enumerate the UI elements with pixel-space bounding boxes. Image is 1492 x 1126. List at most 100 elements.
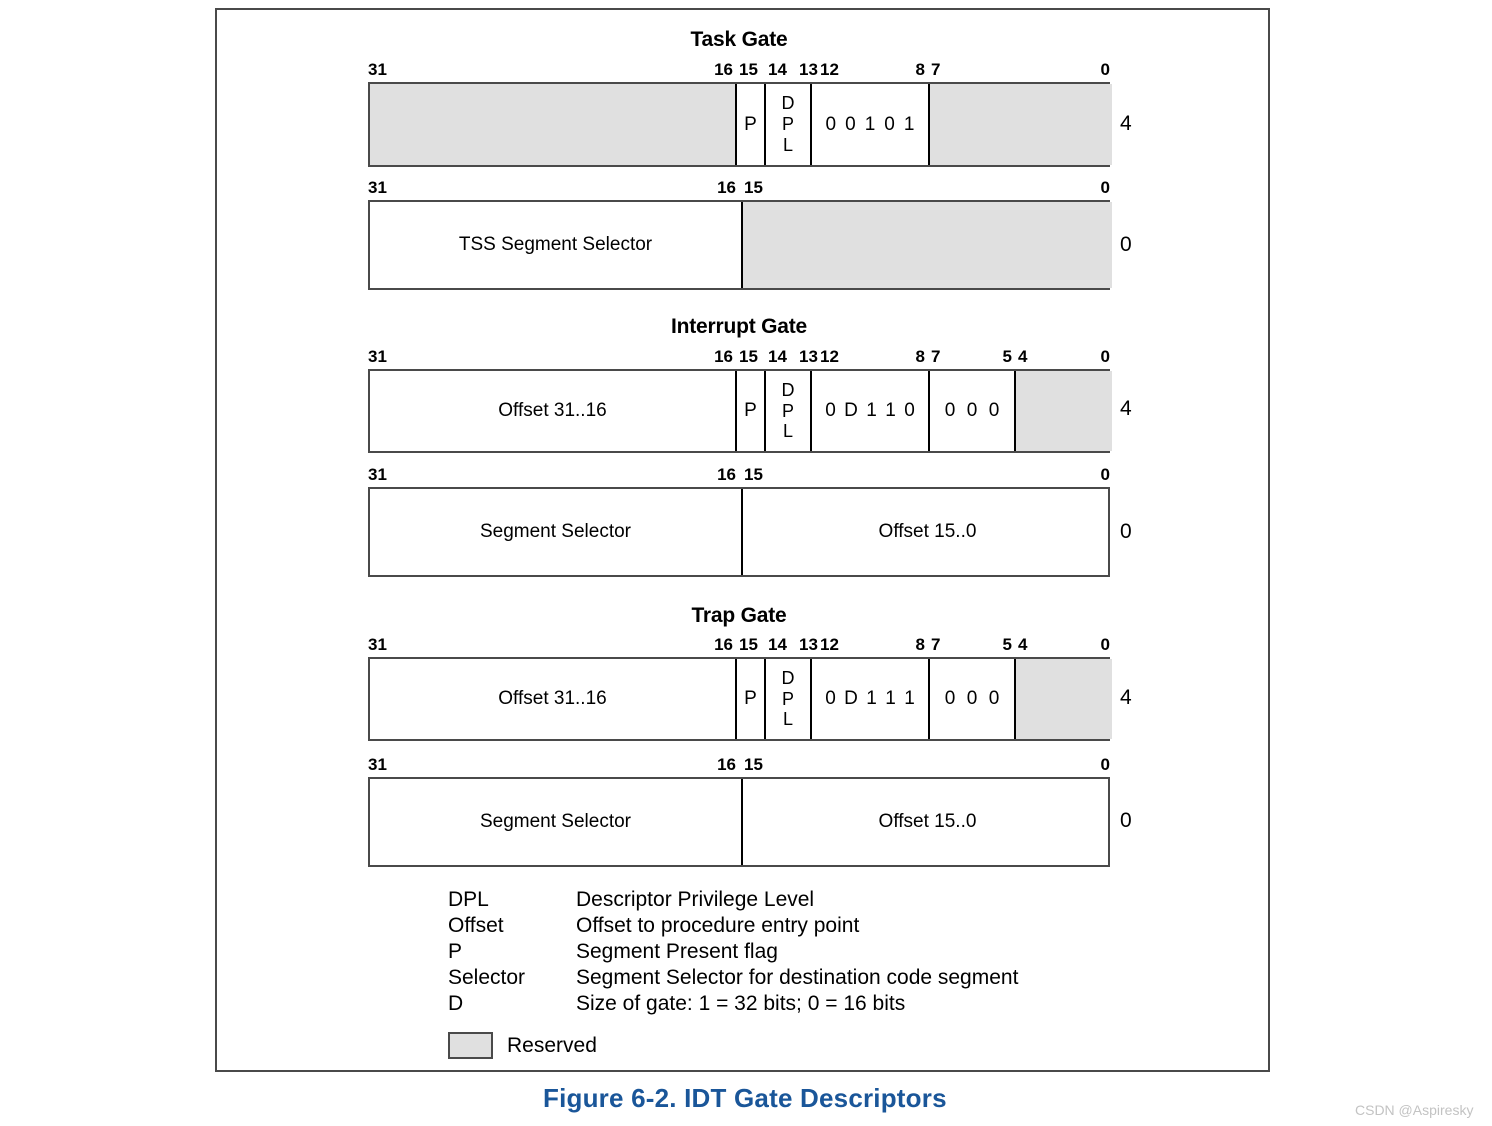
- bit-tick-label: 16: [714, 635, 733, 654]
- bit-value: 0: [988, 400, 1000, 421]
- field-label: Offset 15..0: [741, 489, 1112, 575]
- bit-tick-label: 0: [1100, 347, 1110, 366]
- bit-tick-label: 14: [768, 635, 787, 654]
- legend-entry: P Segment Present flag: [448, 940, 1018, 966]
- bit-value: D: [844, 400, 858, 421]
- gate-title-interrupt-gate: Interrupt Gate: [670, 315, 808, 338]
- field-label: P: [735, 659, 764, 739]
- register-row: Segment Selector Offset 15..0: [368, 777, 1110, 867]
- legend-definition: Descriptor Privilege Level: [576, 888, 815, 911]
- field-label-text: Offset 31..16: [498, 400, 607, 421]
- field-label-text: TSS Segment Selector: [458, 234, 653, 255]
- dpl-letter: P: [781, 114, 794, 135]
- bit-tick-label: 31: [368, 347, 387, 366]
- legend-definition: Segment Selector for destination code se…: [576, 966, 1019, 989]
- bit-tick-label: 13: [799, 60, 818, 79]
- field-label: Segment Selector: [370, 489, 741, 575]
- bit-tick-label: 0: [1100, 635, 1110, 654]
- reserved-swatch: [448, 1032, 493, 1059]
- field-label: P: [735, 371, 764, 451]
- field-label-text: P: [744, 400, 757, 421]
- bit-tick-label: 12: [820, 635, 839, 654]
- bit-value: 1: [866, 400, 877, 421]
- row-byte-offset: 4: [1120, 112, 1132, 135]
- bit-value: 0: [944, 400, 956, 421]
- field-label: P: [735, 84, 764, 165]
- bit-tick-label: 15: [744, 755, 763, 774]
- dpl-letter: P: [781, 688, 794, 709]
- row-byte-offset: 4: [1120, 397, 1132, 420]
- bit-tick-label: 14: [768, 347, 787, 366]
- bit-tick-label: 8: [915, 635, 925, 654]
- bit-value: 1: [885, 688, 896, 709]
- field-reserved: [370, 84, 735, 165]
- bit-tick-label: 7: [931, 347, 941, 366]
- legend-term: D: [448, 992, 464, 1015]
- dpl-letter: D: [781, 379, 795, 400]
- bit-tick-label: 7: [931, 60, 941, 79]
- bit-tick-label: 13: [799, 635, 818, 654]
- bit-tick-label: 5: [1002, 635, 1012, 654]
- legend-term: P: [448, 940, 463, 963]
- field-label: Offset 31..16: [370, 371, 735, 451]
- bit-value: 0: [988, 688, 1000, 709]
- bit-tick-label: 0: [1100, 60, 1110, 79]
- bit-tick-label: 15: [739, 347, 758, 366]
- bit-tick-label: 8: [915, 60, 925, 79]
- legend-term: Selector: [448, 966, 526, 989]
- field-reserved: [928, 84, 1112, 165]
- field-label-text: Segment Selector: [479, 521, 632, 542]
- bit-tick-label: 0: [1100, 178, 1110, 197]
- field-reserved: [1014, 659, 1112, 739]
- legend-entry: D Size of gate: 1 = 32 bits; 0 = 16 bits: [448, 992, 1018, 1018]
- field-reserved: [1014, 371, 1112, 451]
- legend-definition: Offset to procedure entry point: [576, 914, 860, 937]
- bit-tick-label: 31: [368, 465, 387, 484]
- row-byte-offset: 0: [1120, 809, 1132, 832]
- bit-tick-label: 31: [368, 178, 387, 197]
- bit-tick-label: 8: [915, 347, 925, 366]
- bit-ruler: 31 16 15 0: [368, 178, 1110, 198]
- bit-tick-label: 31: [368, 635, 387, 654]
- bit-tick-label: 16: [717, 178, 736, 197]
- bit-tick-label: 4: [1018, 635, 1028, 654]
- legend-definition: Segment Present flag: [576, 940, 778, 963]
- bit-value: 0: [845, 113, 856, 135]
- bit-tick-label: 31: [368, 755, 387, 774]
- row-byte-offset: 4: [1120, 686, 1132, 709]
- bit-value: 1: [904, 688, 915, 709]
- legend-definition: Size of gate: 1 = 32 bits; 0 = 16 bits: [576, 992, 906, 1015]
- row-byte-offset: 0: [1120, 520, 1132, 543]
- field-label-text: Segment Selector: [479, 811, 632, 832]
- field-label: TSS Segment Selector: [370, 202, 741, 288]
- field-label: Offset 15..0: [741, 779, 1112, 865]
- gate-title-task-gate: Task Gate: [690, 28, 788, 51]
- gate-title-trap-gate: Trap Gate: [691, 604, 787, 627]
- reserved-legend-label: Reserved: [507, 1033, 597, 1057]
- reserved-legend-key: Reserved: [448, 1032, 597, 1059]
- field-label-text: Offset 31..16: [498, 688, 607, 709]
- bit-tick-label: 4: [1018, 347, 1028, 366]
- bit-tick-label: 15: [744, 178, 763, 197]
- bit-value: 0: [966, 688, 978, 709]
- bit-value: 0: [904, 400, 915, 421]
- legend-term: DPL: [448, 888, 489, 911]
- bit-tick-label: 31: [368, 60, 387, 79]
- field-label: Segment Selector: [370, 779, 741, 865]
- bit-value: 1: [885, 400, 896, 421]
- dpl-letter: L: [782, 134, 793, 155]
- bit-tick-label: 13: [799, 347, 818, 366]
